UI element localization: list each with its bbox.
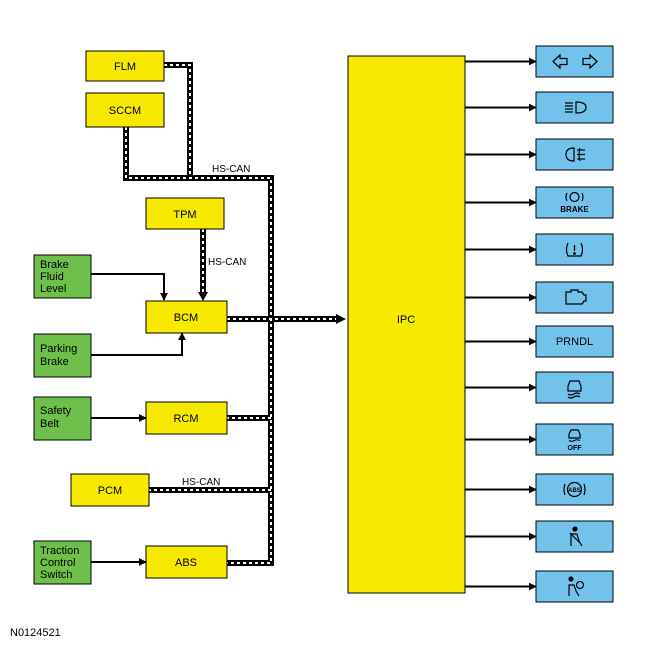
parking-brake-line-2: Brake [40, 356, 69, 368]
indicator-turn-signal [535, 45, 614, 78]
abs-warning-icon: ABS [563, 481, 586, 498]
ipc-module: IPC [347, 55, 466, 594]
indicator-check-engine [535, 281, 614, 314]
tpm-label: TPM [173, 209, 196, 221]
indicator-brake: BRAKE [535, 186, 614, 219]
traction-control-off-icon: OFF [568, 429, 583, 452]
indicator-prndl: PRNDL [535, 325, 614, 358]
pcm-module: PCM [70, 473, 150, 507]
abs-label: ABS [175, 557, 197, 569]
bcm-module: BCM [145, 300, 228, 334]
brake-icon-text: BRAKE [560, 205, 589, 214]
safety-belt-line-1: Safety [40, 405, 72, 417]
traction-line-1: Traction [40, 545, 79, 557]
brake-fluid-line-3: Level [40, 283, 66, 295]
ipc-label: IPC [397, 314, 415, 326]
indicator-airbag [535, 570, 614, 603]
ipc-indicators: BRAKE PRNDL [535, 45, 614, 603]
indicator-abs: ABS [535, 473, 614, 506]
traction-control-icon [567, 380, 582, 399]
indicator-high-beam [535, 91, 614, 124]
traction-line-2: Control [40, 557, 75, 569]
hs-can-label-pcm: HS-CAN [182, 477, 220, 488]
tire-pressure-icon [565, 242, 584, 257]
seatbelt-icon [569, 526, 583, 547]
tpm-module: TPM [145, 197, 225, 230]
hs-can-label-tpm: HS-CAN [208, 257, 246, 268]
sccm-label: SCCM [109, 105, 141, 117]
flm-label: FLM [114, 61, 136, 73]
safety-belt-line-2: Belt [40, 418, 59, 430]
sccm-module: SCCM [85, 92, 165, 128]
indicator-traction-control [535, 371, 614, 404]
brake-fluid-line-2: Fluid [40, 271, 64, 283]
abs-icon-text: ABS [568, 488, 581, 494]
abs-module: ABS [145, 545, 228, 579]
airbag-icon [568, 576, 585, 597]
parking-brake-line-1: Parking [40, 343, 77, 355]
indicator-traction-control-off: OFF [535, 423, 614, 456]
bcm-label: BCM [174, 312, 198, 324]
traction-line-3: Switch [40, 569, 72, 581]
check-engine-icon [565, 289, 587, 305]
fog-lamp-icon [565, 147, 585, 162]
ipc-output-lines [465, 57, 537, 591]
pcm-label: PCM [98, 485, 122, 497]
rcm-module: RCM [145, 401, 228, 435]
flm-module: FLM [85, 50, 165, 82]
hs-can-bus [123, 62, 346, 566]
rcm-label: RCM [173, 413, 198, 425]
indicator-fog-lamp [535, 138, 614, 171]
hardwire-lines [91, 273, 186, 566]
indicator-tire-pressure [535, 233, 614, 266]
brake-fluid-line-1: Brake [40, 259, 69, 271]
hs-can-label-top: HS-CAN [212, 164, 250, 175]
brake-warning-icon: BRAKE [560, 191, 589, 214]
indicator-seatbelt [535, 520, 614, 553]
figure-id: N0124521 [10, 627, 61, 639]
prndl-text: PRNDL [556, 336, 593, 348]
high-beam-icon [565, 101, 587, 114]
traction-off-text: OFF [568, 445, 583, 452]
turn-signal-icon [552, 53, 598, 70]
